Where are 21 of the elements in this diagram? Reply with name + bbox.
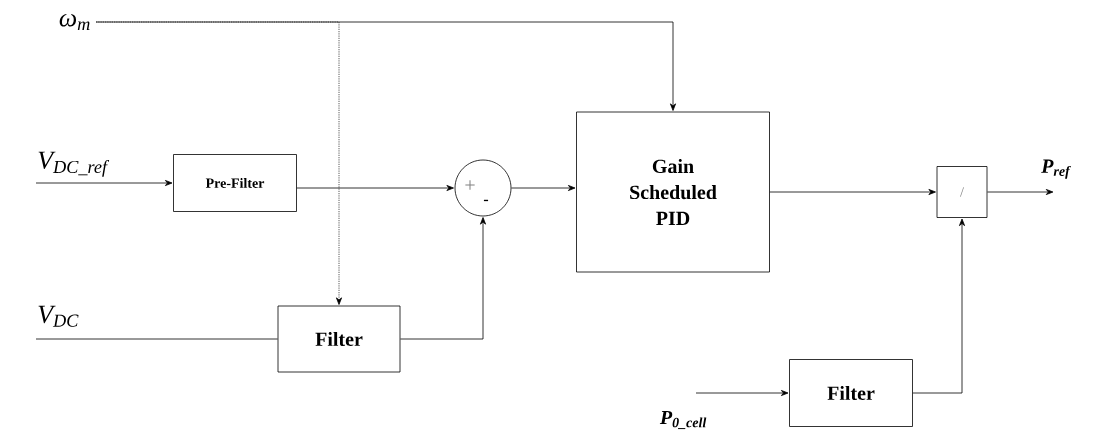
arrow bbox=[912, 218, 965, 394]
signal-label: V$_{DC}$ bbox=[38, 305, 79, 327]
arrow bbox=[695, 390, 789, 396]
arrow bbox=[95, 21, 676, 111]
signal-label: P$_{0_cell}$ bbox=[659, 410, 707, 430]
block-box: Filter bbox=[277, 305, 401, 373]
signal-label: ω$_{m}$ bbox=[59, 14, 90, 30]
arrow bbox=[296, 185, 454, 191]
block-box: Filter bbox=[789, 359, 913, 427]
arrow bbox=[35, 180, 173, 186]
arrow bbox=[511, 185, 576, 191]
arrow bbox=[95, 21, 342, 305]
arrow bbox=[769, 189, 936, 195]
block-box: Pre-Filter bbox=[173, 154, 297, 212]
block-box: Gain Scheduled PID bbox=[576, 111, 770, 273]
arrow bbox=[987, 189, 1054, 195]
summing-junction: + - bbox=[454, 159, 512, 217]
signal-label: V$_{DC_ref}$ bbox=[38, 151, 110, 177]
signal-label: P$_{ref}$ bbox=[1041, 159, 1071, 179]
block-box: / bbox=[936, 166, 988, 218]
arrow bbox=[400, 217, 486, 340]
